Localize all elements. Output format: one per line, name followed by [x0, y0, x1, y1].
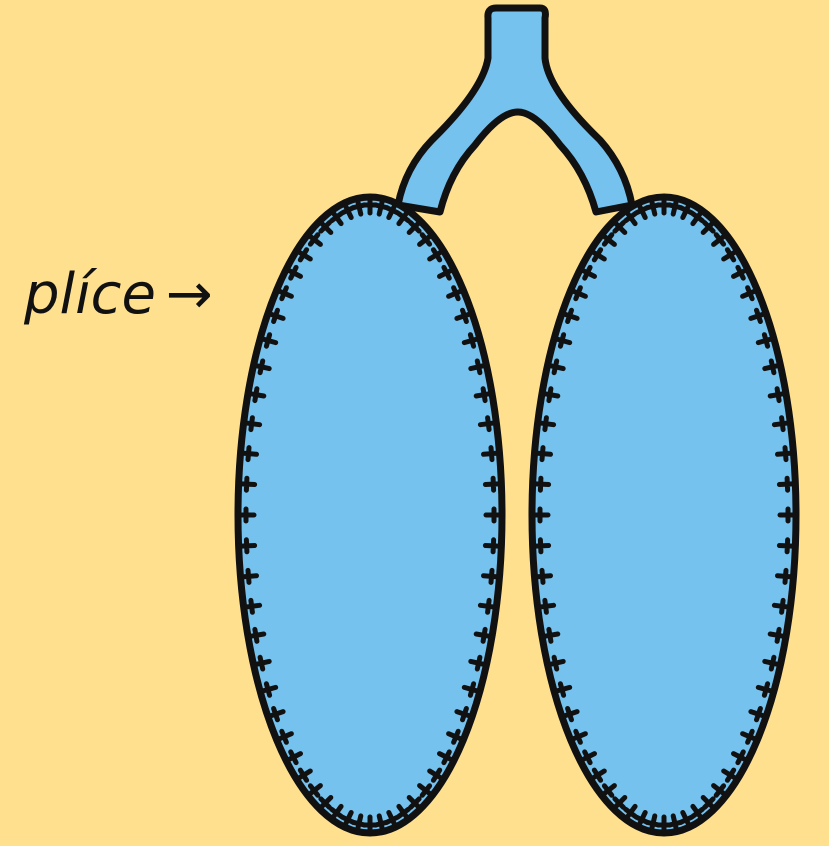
trachea	[398, 8, 632, 212]
lung-label: plíce→	[24, 262, 213, 328]
arrow-right-icon: →	[166, 262, 213, 327]
lung-label-text: plíce	[24, 262, 156, 327]
